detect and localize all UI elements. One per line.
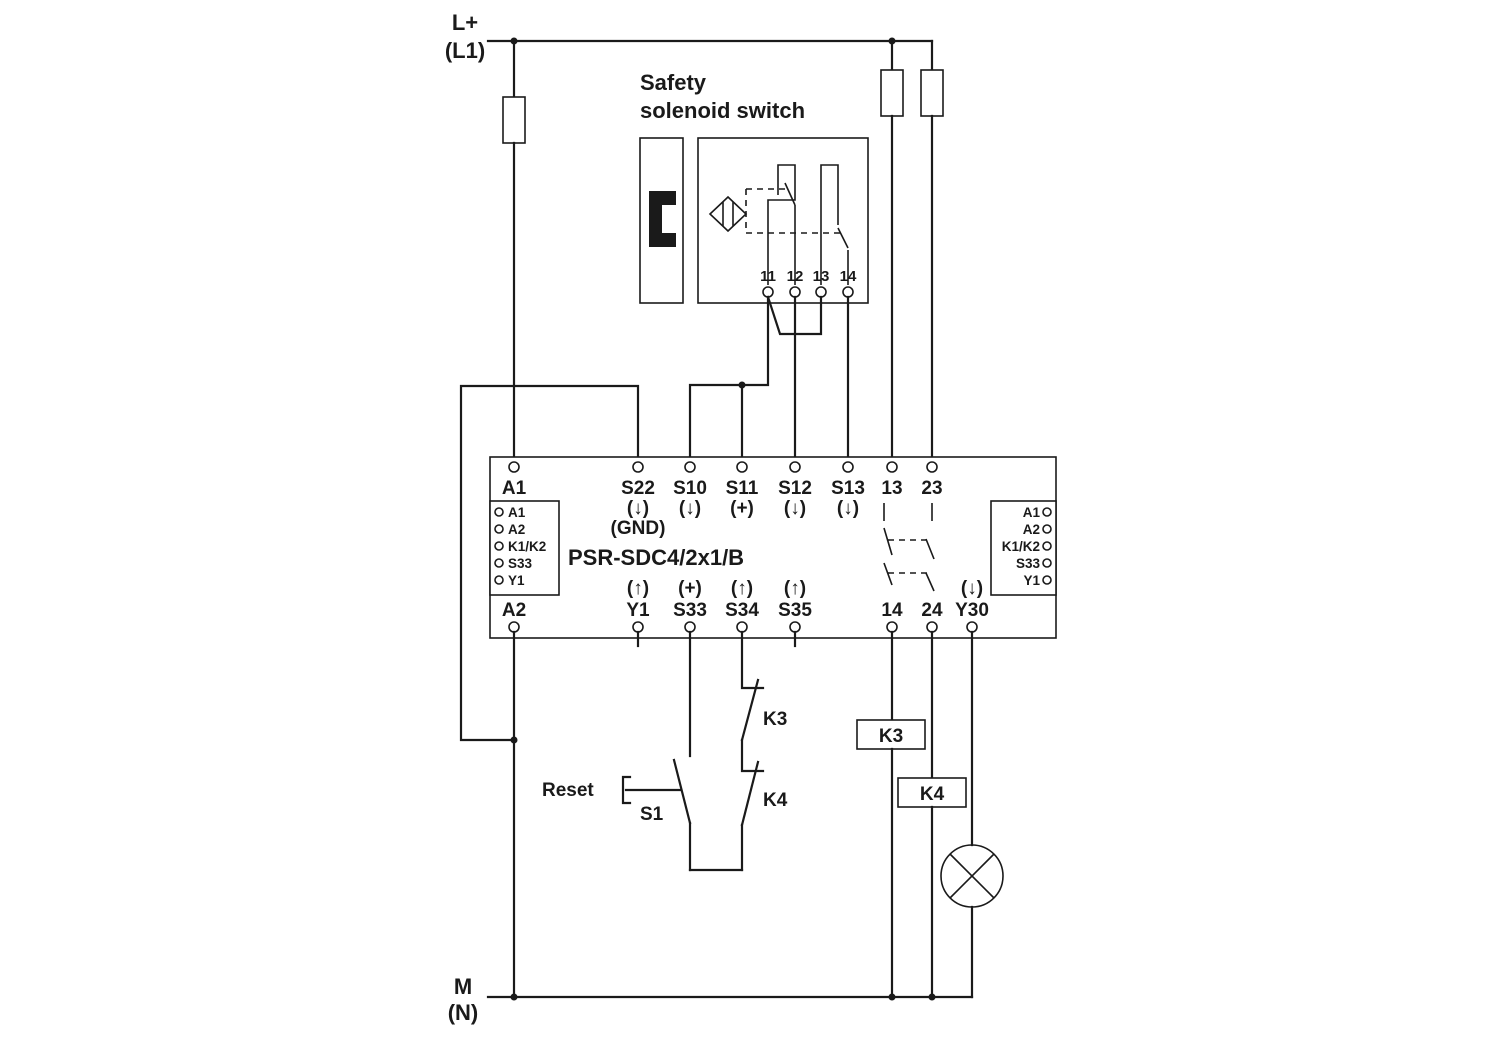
label-n: (N) [448,1000,479,1025]
switch-terminal-13: 13 [813,268,830,285]
label-reset: Reset [542,780,594,801]
terminal-s10: S10 [673,478,707,499]
terminal-s12: S12 [778,478,812,499]
safety-solenoid-switch: Safety solenoid switch 11 12 13 14 [639,70,869,304]
symbol-s12: (↓) [784,498,806,519]
terminal-s11: S11 [726,478,759,499]
relay-model: PSR-SDC4/2x1/B [568,545,744,570]
terminal-a1: A1 [502,478,527,499]
fuse-a1 [502,96,526,144]
terminal-s13: S13 [831,478,865,499]
symbol-s35: (↑) [784,578,806,599]
terminal-23: 23 [921,478,942,499]
fuses [502,37,944,464]
right-block-a2: A2 [1023,522,1040,537]
symbol-s11: (+) [730,498,754,519]
label-l1: (L1) [445,38,485,63]
label-l-plus: L+ [452,10,478,35]
terminal-s33: S33 [673,600,707,621]
label-s1: S1 [640,804,664,825]
contact-13-14 [820,164,839,285]
safety-relay: A1 S22 S10 S11 S12 S13 13 23 (↓) (↓) (+)… [489,456,1057,639]
switch-relay-wiring [459,295,850,744]
external-circuit: Reset S1 K3 K4 K3 K4 [510,630,1004,1001]
label-k4-contact: K4 [763,790,788,811]
relay-output-contacts [883,503,935,592]
terminal-y30: Y30 [955,600,989,621]
terminal-13: 13 [881,478,902,499]
left-block-y1: Y1 [508,573,525,588]
symbol-y1: (↑) [627,578,649,599]
terminal-24: 24 [921,600,943,621]
label-k4-coil: K4 [920,784,945,805]
coil-k3 [856,719,926,750]
switch-terminal-14: 14 [840,268,857,285]
left-block-k1k2: K1/K2 [508,539,546,554]
fuse-13 [880,69,904,117]
terminal-s22: S22 [621,478,655,499]
switch-title-line2: solenoid switch [640,98,805,123]
left-block-a2: A2 [508,522,525,537]
symbol-y30: (↓) [961,578,983,599]
symbol-s22: (↓) [627,498,649,519]
reset-pushbutton-icon [621,775,632,805]
terminal-s34: S34 [725,600,759,621]
relay-housing [489,456,1057,639]
switch-terminal-11: 11 [760,268,776,285]
switch-title-line1: Safety [640,70,707,95]
symbol-s33: (+) [678,578,702,599]
symbol-s34: (↑) [731,578,753,599]
symbol-s13: (↓) [837,498,859,519]
switch-terminal-12: 12 [787,268,804,285]
actuator-key-icon [649,191,676,247]
terminal-a2: A2 [502,600,526,621]
right-block-s33: S33 [1016,556,1041,571]
right-block-k1k2: K1/K2 [1002,539,1040,554]
left-block-a1: A1 [508,505,526,520]
symbol-s10: (↓) [679,498,701,519]
right-block-y1: Y1 [1023,573,1040,588]
label-k3-contact: K3 [763,709,787,730]
fuse-23 [920,69,944,117]
right-block-a1: A1 [1023,505,1041,520]
label-k3-coil: K3 [879,726,903,747]
terminal-s35: S35 [778,600,812,621]
label-m: M [454,974,472,999]
terminal-y1: Y1 [626,600,650,621]
left-block-s33: S33 [508,556,533,571]
solenoid-coil-icon [708,195,748,233]
label-gnd: (GND) [611,518,666,539]
terminal-14: 14 [881,600,903,621]
contact-11-12 [767,164,796,285]
